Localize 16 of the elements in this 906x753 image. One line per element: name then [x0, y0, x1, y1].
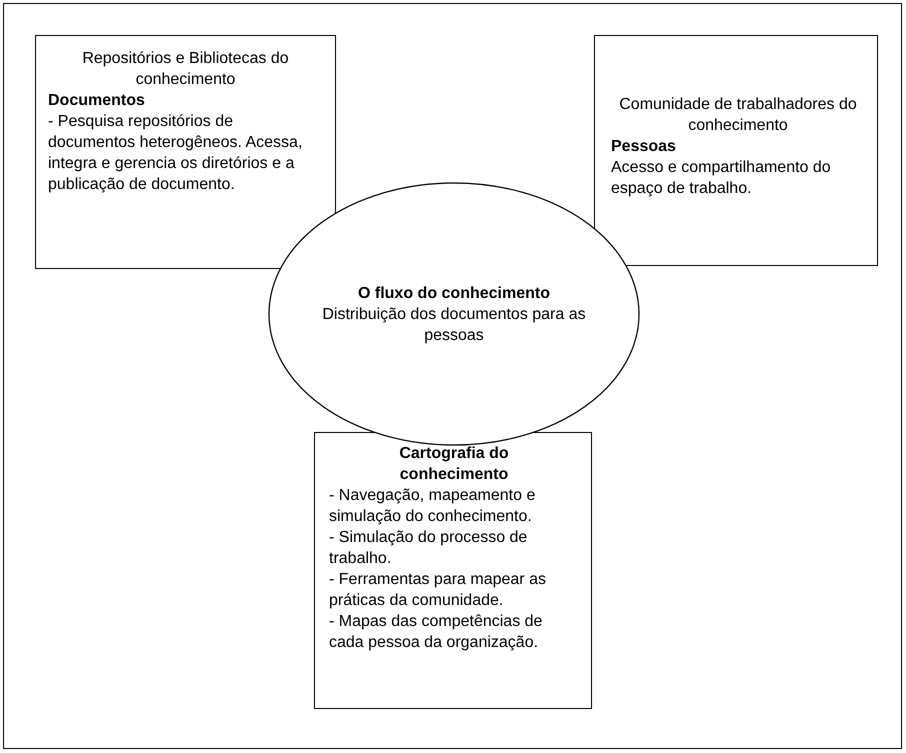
body-text: Distribuição dos documentos para as pessoas [321, 304, 587, 346]
bold-heading: Pessoas [611, 137, 677, 157]
bold-heading: Documentos [48, 91, 146, 111]
body-text: - Simulação do processo de trabalho. [329, 528, 528, 569]
text-box [35, 35, 336, 269]
body-text: - Navegação, mapeamento e simulação do conhecimento. [329, 486, 536, 527]
body-text: - Ferramentas para mapear as práticas da comunidade. [329, 570, 547, 611]
body-text: Acesso e compartilhamento do espaço de trabalho. [611, 158, 832, 199]
body-text: - Pesquisa repositórios de documentos heterogêneos. Acessa, integra e gerencia os diretórios e a publicação de documento. [48, 112, 304, 195]
bold-heading: O fluxo do conhecimento [356, 284, 551, 304]
heading: Repositórios e Bibliotecas do conhecimento [81, 49, 290, 90]
text-box [314, 432, 592, 709]
bold-heading: Cartografia do conhecimento [398, 444, 510, 485]
body-text: - Mapas das competências de cada pessoa da organização. [329, 612, 544, 653]
heading: Comunidade de trabalhadores do conhecimento [618, 95, 858, 136]
text-box [594, 35, 878, 266]
